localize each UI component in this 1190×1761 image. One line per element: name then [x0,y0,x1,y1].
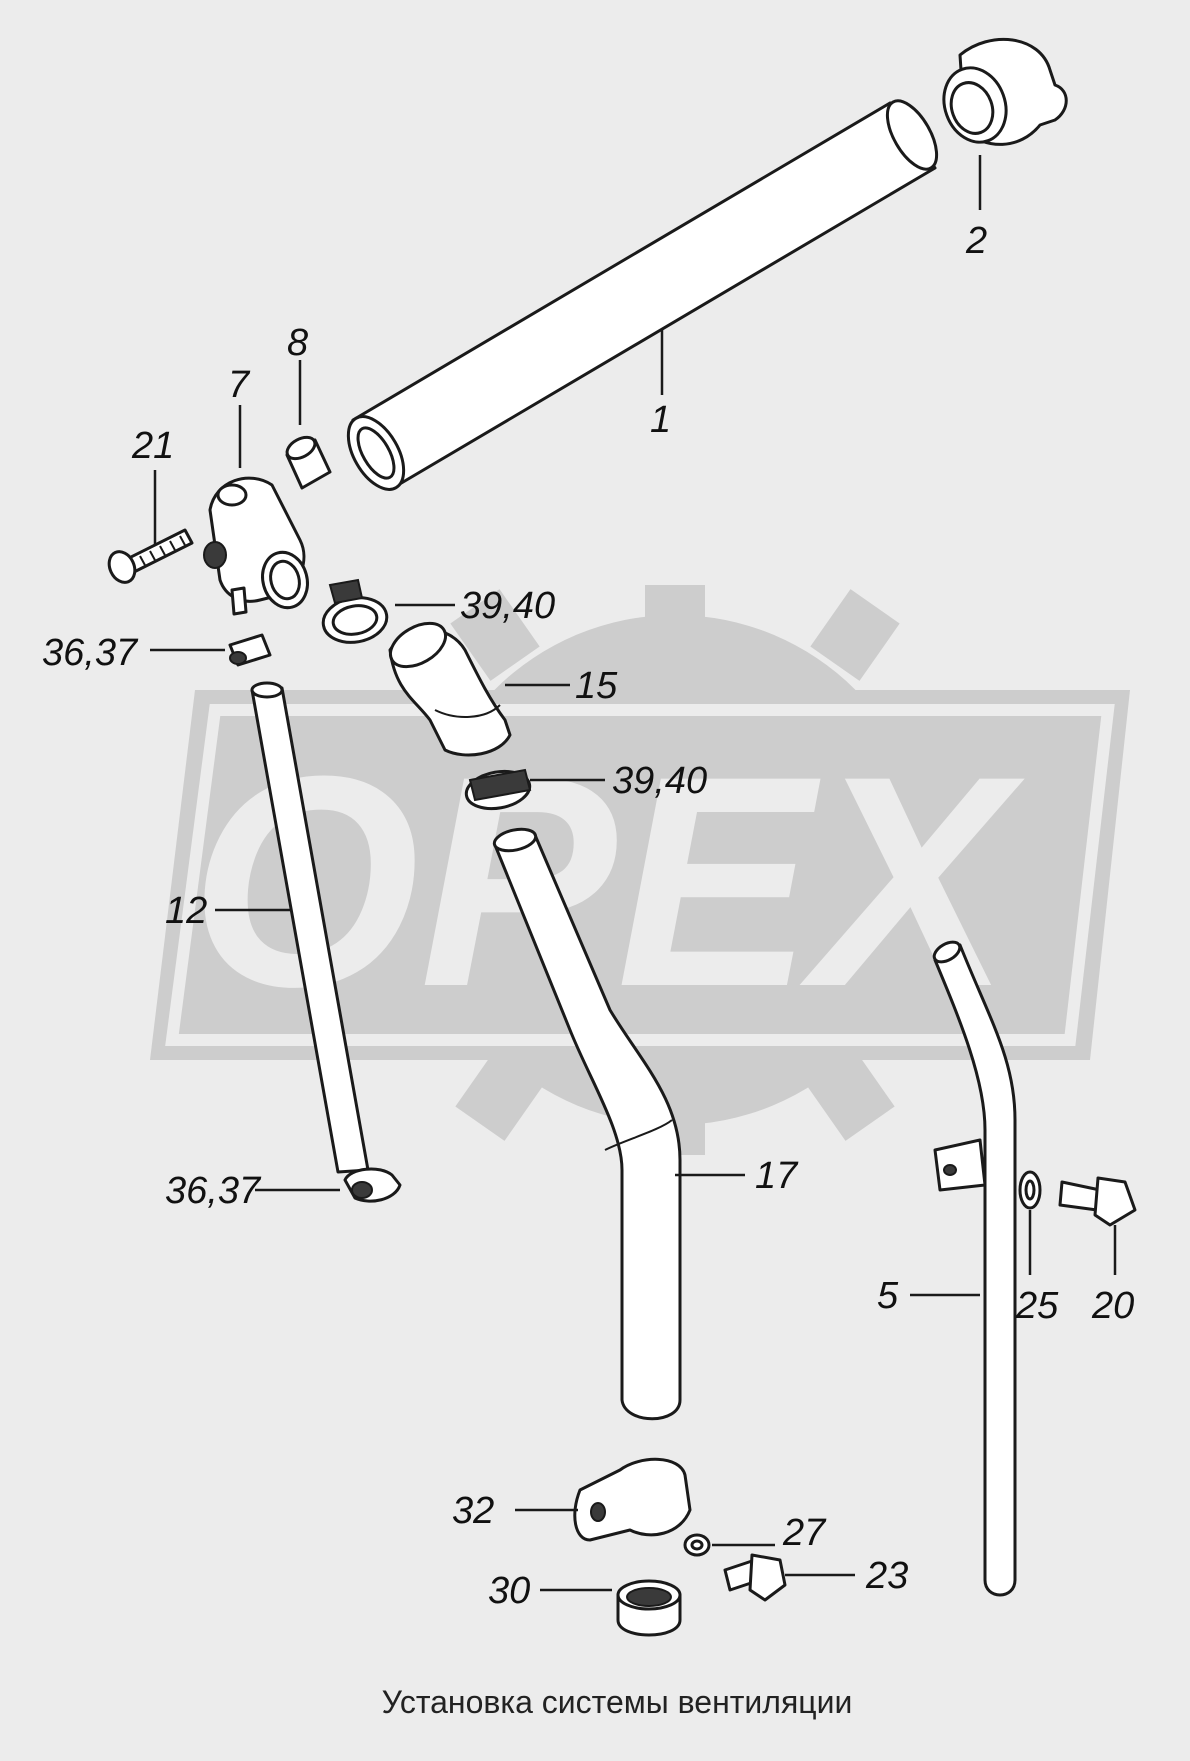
label-part-32: 32 [452,1490,494,1532]
label-part-2: 2 [965,220,987,262]
label-part-20: 20 [1091,1285,1134,1327]
label-part-5: 5 [877,1275,899,1317]
label-part-17: 17 [755,1155,799,1197]
label-part-12: 12 [165,890,207,932]
label-part-1: 1 [650,399,671,441]
part-30-cap [616,1579,682,1637]
part-5-tube [932,940,1017,1597]
part-7-tee-fitting [203,476,309,616]
part-39-40-top-clamp [321,578,389,644]
part-36-37-bottom-clamp [343,1167,402,1203]
part-23-bolt [723,1553,787,1602]
label-part-15: 15 [575,665,618,707]
part-20-bolt [1058,1176,1137,1227]
label-part-23: 23 [865,1555,908,1597]
watermark-plate-border [165,704,1115,1046]
part-32-bracket [573,1457,692,1542]
label-part-21: 21 [131,425,174,467]
label-part-36-37-top: 36,37 [42,632,139,674]
label-part-7: 7 [228,364,251,406]
label-part-30: 30 [488,1570,530,1612]
part-27-washer [683,1533,711,1557]
part-25-washer [1018,1170,1042,1210]
part-36-37-top-clamp [228,633,272,667]
figure-caption: Установка системы вентиляции [382,1684,853,1720]
label-part-36-37-bottom: 36,37 [165,1170,262,1212]
watermark-logo: OPEX [150,585,1130,1155]
part-1-tube [346,99,939,491]
part-15-elbow-hose [388,621,512,757]
part-8-bushing [285,435,332,490]
part-17-bent-tube [492,827,682,1421]
label-part-39-40-bottom: 39,40 [612,760,707,802]
label-part-25: 25 [1015,1285,1059,1327]
part-39-40-bottom-clamp [464,768,532,811]
part-21-bolt [107,528,194,584]
label-part-8: 8 [287,322,308,364]
label-part-27: 27 [782,1512,827,1554]
label-part-39-40-top: 39,40 [460,585,555,627]
watermark-plate [150,690,1130,1060]
part-labels: 1 2 8 7 21 36,37 39,40 15 39,40 12 36,37… [42,220,1134,1612]
part-2-cap [942,37,1068,146]
leader-lines [150,155,1117,1592]
